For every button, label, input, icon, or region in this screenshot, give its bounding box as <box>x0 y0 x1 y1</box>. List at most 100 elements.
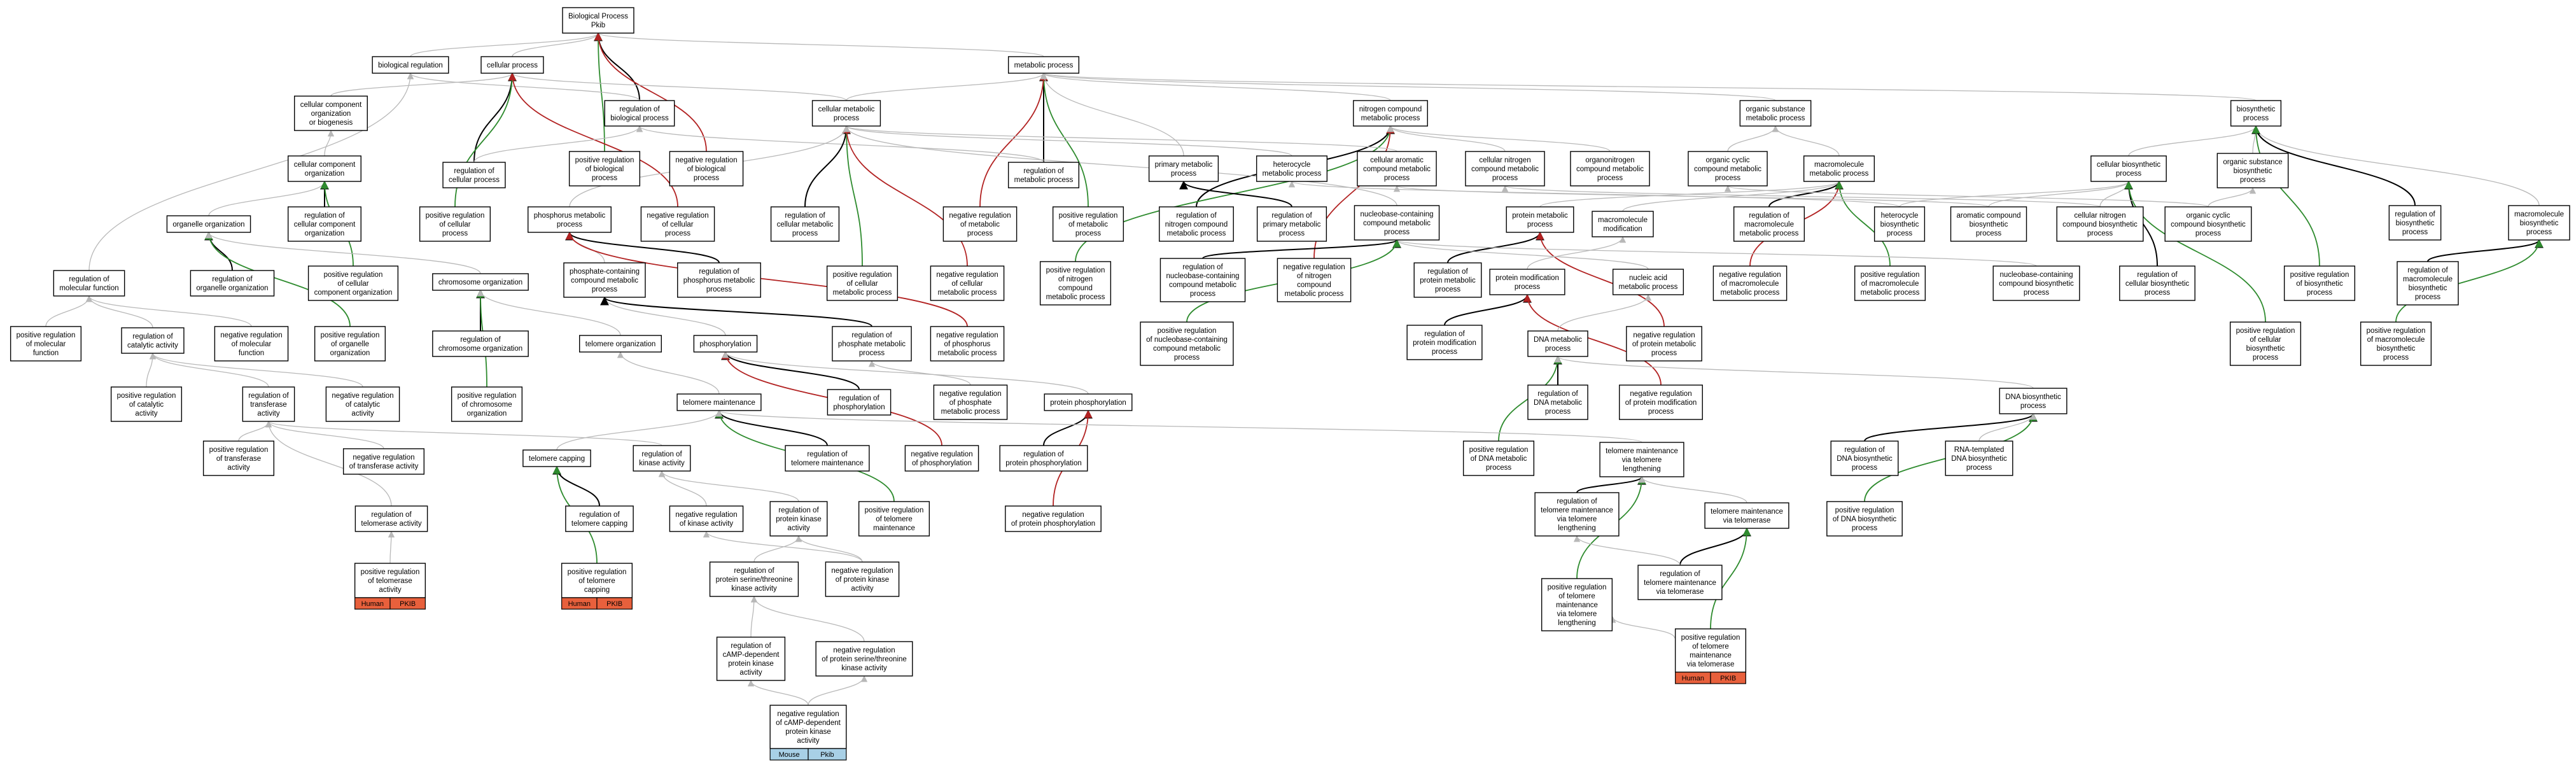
term-node-organelle[interactable]: organelle organization <box>166 215 251 233</box>
term-node-regmacrobio[interactable]: regulation ofmacromoleculebiosyntheticpr… <box>2397 261 2459 306</box>
term-node-regnucbase[interactable]: regulation ofnucleobase-containingcompou… <box>1159 258 1246 302</box>
term-node-telmaint[interactable]: telomere maintenance <box>676 393 762 411</box>
term-node-protphos[interactable]: protein phosphorylation <box>1044 393 1133 411</box>
term-node-telorg[interactable]: telomere organization <box>579 335 662 353</box>
term-node-phosphorylation[interactable]: phosphorylation <box>693 335 758 353</box>
term-node-chromorg[interactable]: chromosome organization <box>432 273 529 291</box>
term-node-cellproc[interactable]: cellular process <box>480 56 544 74</box>
